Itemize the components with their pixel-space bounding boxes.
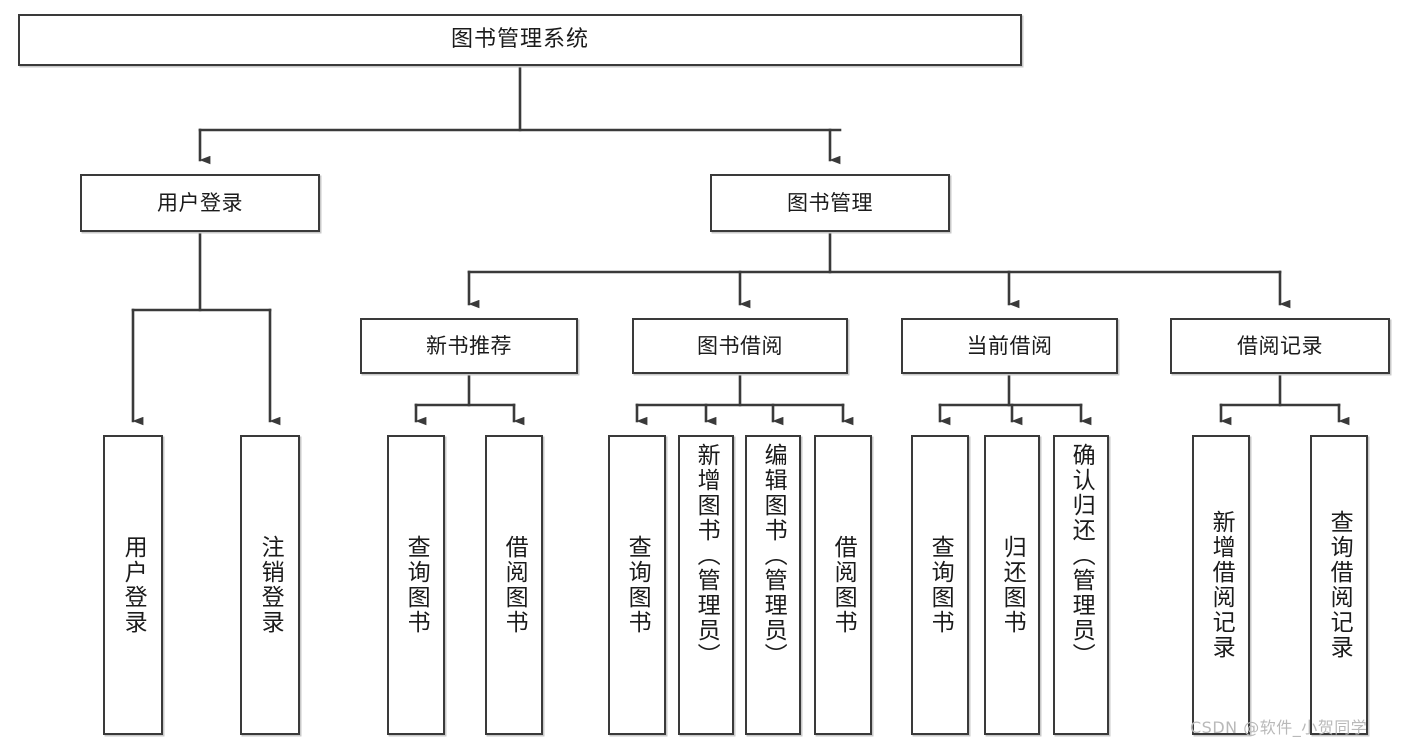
node-leaf-confirm-return-label: 确认归还（管理员） bbox=[1068, 443, 1095, 668]
node-leaf-add-borrow-record-label: 新增借阅记录 bbox=[1208, 510, 1235, 660]
node-leaf-user-logout-label: 注销登录 bbox=[257, 535, 284, 635]
node-leaf-confirm-return[interactable]: 确认归还（管理员） bbox=[1053, 435, 1109, 735]
node-user-login[interactable]: 用户登录 bbox=[80, 174, 320, 232]
node-leaf-borrow-book-1[interactable]: 借阅图书 bbox=[485, 435, 543, 735]
node-current-borrow[interactable]: 当前借阅 bbox=[901, 318, 1118, 374]
node-leaf-query-book-1-label: 查询图书 bbox=[403, 535, 430, 635]
node-root-label: 图书管理系统 bbox=[450, 27, 589, 53]
node-leaf-user-logout[interactable]: 注销登录 bbox=[240, 435, 300, 735]
node-leaf-query-book-3[interactable]: 查询图书 bbox=[911, 435, 969, 735]
node-leaf-return-book[interactable]: 归还图书 bbox=[984, 435, 1040, 735]
node-new-book-recommend[interactable]: 新书推荐 bbox=[360, 318, 578, 374]
node-leaf-query-book-2-label: 查询图书 bbox=[624, 535, 651, 635]
node-book-manage[interactable]: 图书管理 bbox=[710, 174, 950, 232]
node-root[interactable]: 图书管理系统 bbox=[18, 14, 1022, 66]
node-leaf-add-book[interactable]: 新增图书（管理员） bbox=[678, 435, 734, 735]
node-leaf-borrow-book-2-label: 借阅图书 bbox=[830, 535, 857, 635]
watermark-text: CSDN @软件_小贺同学 bbox=[1190, 718, 1368, 737]
node-leaf-query-book-3-label: 查询图书 bbox=[927, 535, 954, 635]
node-leaf-return-book-label: 归还图书 bbox=[999, 535, 1026, 635]
node-book-borrow-label: 图书借阅 bbox=[697, 333, 783, 358]
node-leaf-add-book-label: 新增图书（管理员） bbox=[693, 443, 720, 668]
node-leaf-query-book-2[interactable]: 查询图书 bbox=[608, 435, 666, 735]
node-leaf-query-borrow-record[interactable]: 查询借阅记录 bbox=[1310, 435, 1368, 735]
node-new-book-recommend-label: 新书推荐 bbox=[426, 333, 512, 358]
node-leaf-borrow-book-2[interactable]: 借阅图书 bbox=[814, 435, 872, 735]
node-leaf-query-borrow-record-label: 查询借阅记录 bbox=[1326, 510, 1353, 660]
node-leaf-query-book-1[interactable]: 查询图书 bbox=[387, 435, 445, 735]
node-leaf-user-login[interactable]: 用户登录 bbox=[103, 435, 163, 735]
node-leaf-add-borrow-record[interactable]: 新增借阅记录 bbox=[1192, 435, 1250, 735]
node-current-borrow-label: 当前借阅 bbox=[966, 333, 1053, 358]
node-book-borrow[interactable]: 图书借阅 bbox=[632, 318, 848, 374]
node-borrow-record-label: 借阅记录 bbox=[1237, 333, 1323, 358]
node-leaf-borrow-book-1-label: 借阅图书 bbox=[501, 535, 528, 635]
node-leaf-edit-book-label: 编辑图书（管理员） bbox=[760, 443, 787, 668]
node-borrow-record[interactable]: 借阅记录 bbox=[1170, 318, 1390, 374]
node-user-login-label: 用户登录 bbox=[157, 190, 243, 215]
node-book-manage-label: 图书管理 bbox=[787, 190, 873, 215]
node-leaf-user-login-label: 用户登录 bbox=[120, 535, 147, 635]
node-leaf-edit-book[interactable]: 编辑图书（管理员） bbox=[745, 435, 801, 735]
